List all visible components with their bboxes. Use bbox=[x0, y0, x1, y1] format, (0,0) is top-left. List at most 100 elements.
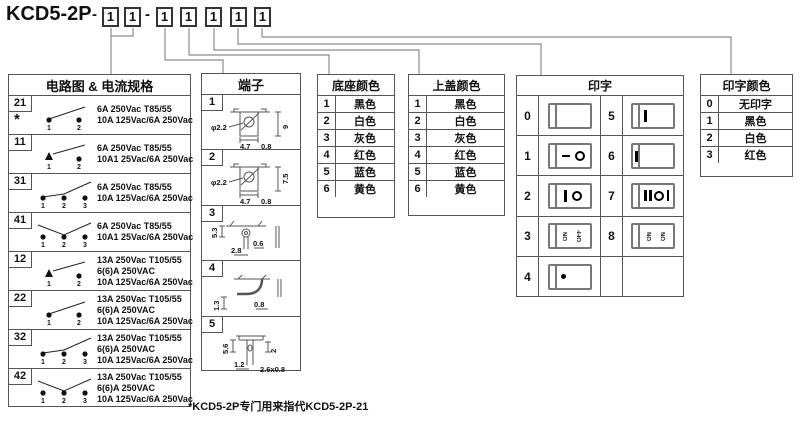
bar-mark bbox=[564, 189, 567, 202]
printing-pictogram-cell bbox=[539, 96, 601, 137]
color-label: 黑色 bbox=[744, 116, 767, 128]
connector-digit6 bbox=[237, 28, 542, 75]
spec-line: 10A 125Vac/6A 250Vac bbox=[97, 193, 193, 203]
color-code: 3 bbox=[318, 130, 336, 146]
color-label: 灰色 bbox=[354, 133, 376, 145]
color-code: 1 bbox=[701, 113, 719, 129]
spec-line: 6A 250Vac T85/55 bbox=[97, 221, 172, 231]
bar-mark bbox=[649, 190, 652, 202]
color-label: 白色 bbox=[744, 133, 767, 145]
rocker-face bbox=[640, 185, 673, 207]
color-label: 黑色 bbox=[354, 99, 376, 111]
color-code: 3 bbox=[701, 147, 719, 163]
cover-color-row: 5 蓝色 bbox=[409, 164, 504, 181]
color-label: 灰色 bbox=[454, 133, 477, 145]
circuit-code: 21 bbox=[9, 96, 32, 112]
bar-mark bbox=[666, 190, 669, 202]
spec-line: 6A 250Vac T85/55 bbox=[97, 143, 172, 153]
svg-text:2: 2 bbox=[269, 348, 278, 352]
rocker-bezel bbox=[633, 144, 640, 167]
circuit-code: 42 bbox=[9, 369, 32, 385]
rocker-face bbox=[640, 145, 673, 167]
ordering-code-digit: 1 bbox=[156, 7, 173, 27]
color-code: 3 bbox=[409, 130, 427, 146]
rotated-text-mark: OFF bbox=[577, 230, 583, 243]
color-code: 4 bbox=[409, 147, 427, 163]
rocker-pictogram bbox=[631, 102, 675, 129]
svg-text:2.6x0.8: 2.6x0.8 bbox=[260, 365, 285, 373]
circuit-code: 32 bbox=[9, 330, 32, 346]
color-label: 黑色 bbox=[454, 99, 477, 111]
svg-text:5.3: 5.3 bbox=[210, 227, 219, 237]
rocker-bezel bbox=[633, 184, 640, 207]
color-label: 红色 bbox=[354, 150, 376, 162]
svg-text:1: 1 bbox=[47, 281, 51, 287]
spec-line: 6(6)A 250VAC bbox=[97, 304, 156, 315]
svg-text:7.5: 7.5 bbox=[281, 174, 290, 184]
circuit-note-asterisk: * bbox=[14, 111, 20, 128]
printing-pictogram-cell bbox=[623, 96, 683, 137]
printing-pictogram-cell bbox=[623, 136, 683, 177]
rocker-bezel bbox=[550, 225, 557, 248]
bar-mark bbox=[635, 150, 638, 162]
connector-digit5 bbox=[213, 28, 420, 74]
rocker-bezel bbox=[633, 225, 640, 248]
footnote: *KCD5-2P专门用来指代KCD5-2P-21 bbox=[188, 401, 369, 413]
printing-pictogram-cell bbox=[539, 256, 601, 297]
connector-digit7 bbox=[261, 28, 732, 74]
spec-line: 13A 250Vac T105/55 bbox=[97, 254, 182, 265]
svg-text:5.6: 5.6 bbox=[221, 343, 230, 353]
separator-dash-2: - bbox=[145, 6, 150, 23]
color-code: 2 bbox=[318, 113, 336, 129]
rocker-bezel bbox=[633, 104, 640, 127]
base-color-table-title: 底座颜色 bbox=[318, 75, 394, 96]
terminal-code: 5 bbox=[202, 316, 223, 333]
spec-line: 13A 250Vac T105/55 bbox=[97, 371, 182, 382]
svg-text:1: 1 bbox=[47, 164, 51, 170]
spec-line: 6A 250Vac T85/55 bbox=[97, 104, 172, 114]
model-number: KCD5-2P bbox=[6, 3, 92, 25]
rocker-face bbox=[557, 105, 590, 127]
cover-color-table-title: 上盖颜色 bbox=[409, 75, 504, 96]
spec-line: 10A1 25Vac/6A 250Vac bbox=[97, 154, 194, 164]
color-code: 2 bbox=[701, 130, 719, 146]
rocker-bezel bbox=[550, 144, 557, 167]
circuit-code: 12 bbox=[9, 252, 32, 268]
ordering-code-digit: 1 bbox=[254, 7, 271, 27]
color-code: 5 bbox=[409, 164, 427, 180]
svg-text:3: 3 bbox=[83, 203, 87, 209]
rocker-face bbox=[557, 185, 590, 207]
svg-text:4.7: 4.7 bbox=[240, 142, 250, 151]
color-label: 蓝色 bbox=[454, 167, 477, 179]
rocker-pictogram bbox=[547, 142, 592, 169]
svg-text:1: 1 bbox=[47, 320, 51, 326]
terminal-drawing: 5.61.222.6x0.8 bbox=[221, 335, 285, 373]
printing-pictogram-cell bbox=[539, 136, 601, 177]
spec-line: 6(6)A 250VAC bbox=[97, 343, 156, 354]
